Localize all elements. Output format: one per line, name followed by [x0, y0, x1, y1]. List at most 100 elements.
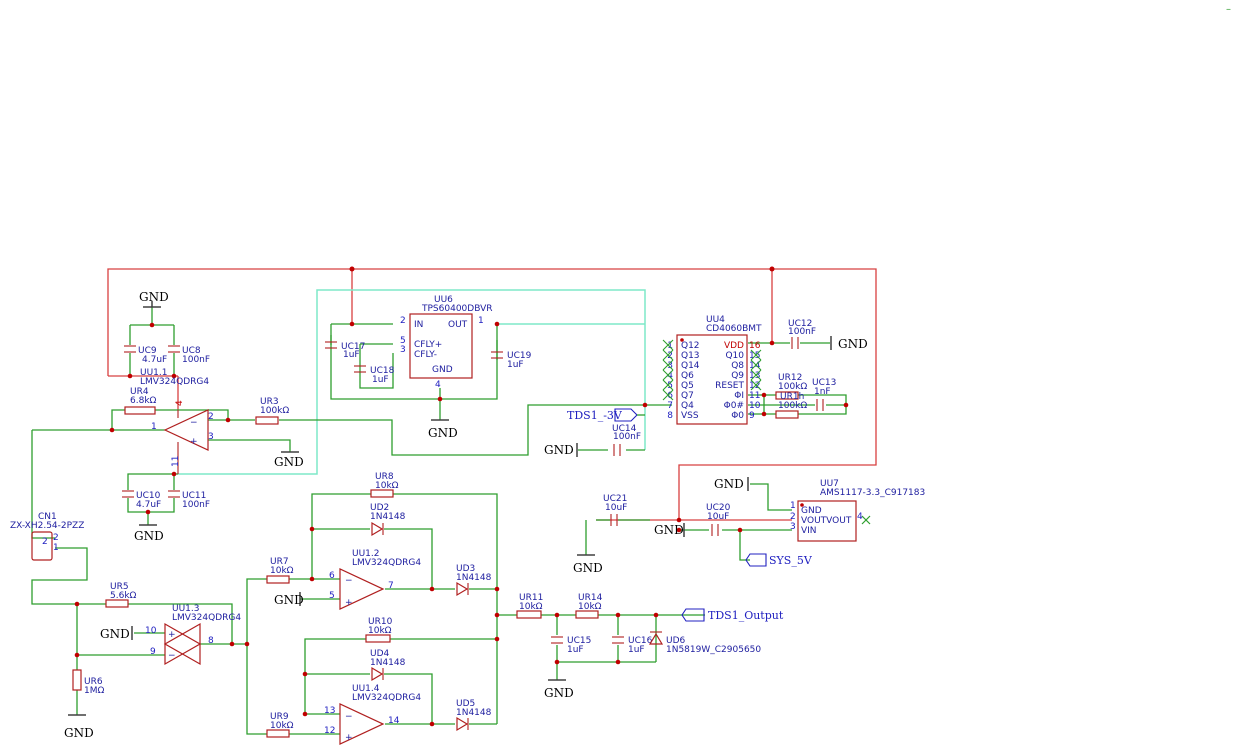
svg-text:10kΩ: 10kΩ: [270, 721, 294, 731]
resistor-ur8: UR8 10kΩ: [370, 472, 399, 498]
capacitor-uc16: UC16 1uF: [612, 636, 653, 655]
svg-text:GND: GND: [714, 477, 744, 491]
gnd-uc10: GND: [134, 524, 164, 543]
svg-text:+: +: [168, 630, 176, 640]
no-connect-mark: [662, 369, 674, 381]
no-connect-mark: [662, 379, 674, 391]
svg-text:UD2: UD2: [370, 503, 389, 513]
gnd-uc21: GND: [573, 554, 603, 575]
svg-text:100kΩ: 100kΩ: [260, 406, 289, 416]
no-connect-mark: [662, 389, 674, 401]
gnd-uc15: GND: [544, 679, 574, 700]
gnd-uu1-3: GND: [100, 626, 133, 641]
svg-text:3: 3: [790, 522, 796, 532]
svg-text:UC11: UC11: [182, 491, 206, 501]
svg-text:UR6: UR6: [84, 677, 103, 687]
svg-text:GND: GND: [838, 337, 868, 351]
svg-text:IN: IN: [414, 320, 423, 330]
svg-text:11: 11: [171, 456, 181, 467]
svg-text:CD4060BMT: CD4060BMT: [706, 324, 762, 334]
svg-text:ZX-XH2.54-2PZZ: ZX-XH2.54-2PZZ: [10, 521, 84, 531]
gnd-uu1-1: GND: [274, 451, 304, 469]
svg-text:10uF: 10uF: [707, 512, 729, 522]
svg-text:100nF: 100nF: [788, 327, 816, 337]
svg-text:7: 7: [388, 581, 394, 591]
svg-text:TDS1_-3V: TDS1_-3V: [567, 409, 623, 422]
uu4-pin-name-4: Q6: [681, 371, 694, 381]
capacitor-uc14: UC14 100nF: [612, 424, 641, 456]
diode-ud6: UD6 1N5819W_C2905650: [648, 631, 761, 655]
resistor-ur11: UR11 10kΩ: [516, 593, 543, 619]
opamp-uu1-1: − + UU1.1 LMV324QDRG4 4 11 1 2 3: [140, 368, 214, 474]
uu4-pin-list: 1Q122Q133Q144Q65Q56Q77Q48VSS16VDD15Q1014…: [662, 339, 762, 421]
uu4-pin-num-8: 8: [667, 411, 673, 421]
svg-text:14: 14: [388, 716, 400, 726]
svg-text:AMS1117-3.3_C917183: AMS1117-3.3_C917183: [820, 488, 925, 498]
svg-text:GND: GND: [274, 593, 304, 607]
gnd-uc12: GND: [830, 336, 868, 351]
svg-text:UC14: UC14: [612, 424, 637, 434]
uu4-pin-num-11: 11: [749, 391, 760, 401]
svg-text:UR4: UR4: [130, 387, 149, 397]
uu4-pin-name-13: Q9: [731, 371, 744, 381]
uu4-pin-name-15: Q10: [725, 351, 744, 361]
svg-text:UU1.4: UU1.4: [352, 684, 380, 694]
svg-text:OUT: OUT: [448, 320, 468, 330]
svg-text:100nF: 100nF: [182, 355, 210, 365]
port-sys-5v: SYS_5V: [745, 553, 813, 567]
resistor-ur5: UR5 5.6kΩ: [105, 582, 137, 608]
capacitor-uc8: UC8 100nF: [168, 345, 210, 365]
svg-text:UR1h: UR1h: [780, 392, 804, 402]
resistor-ur4: UR4 6.8kΩ: [124, 387, 157, 415]
svg-text:1MΩ: 1MΩ: [84, 686, 104, 696]
svg-text:UU1.1: UU1.1: [140, 368, 168, 378]
resistor-ur14: UR14 10kΩ: [575, 593, 603, 619]
diode-ud2: UD2 1N4148: [370, 503, 406, 537]
svg-text:10uF: 10uF: [605, 503, 627, 513]
svg-text:UD6: UD6: [666, 636, 686, 646]
svg-text:UC17: UC17: [341, 342, 365, 352]
svg-text:GND: GND: [428, 426, 458, 440]
gnd-ur6: GND: [64, 714, 94, 740]
gnd-top-left: GND: [139, 290, 169, 308]
svg-text:100kΩ: 100kΩ: [778, 382, 807, 392]
svg-text:3: 3: [400, 345, 406, 355]
resistor-ur7: UR7 10kΩ: [266, 557, 294, 584]
ic-uu4: UU4 CD4060BMT: [676, 315, 762, 425]
svg-text:UC12: UC12: [788, 319, 812, 329]
uu4-pin-name-12: RESET: [715, 381, 744, 391]
uu4-pin-name-9: Φ0: [731, 411, 744, 421]
opamp-uu1-2: − + UU1.2 LMV324QDRG4 6 5 7: [329, 549, 421, 610]
svg-text:UR11: UR11: [519, 593, 543, 603]
no-connect-mark: [662, 349, 674, 361]
capacitor-uc18: UC18 1uF: [354, 365, 395, 385]
svg-text:UR14: UR14: [578, 593, 603, 603]
gnd-uu6: GND: [428, 419, 458, 440]
capacitor-uc17: UC17 1uF: [325, 341, 365, 360]
svg-text:2: 2: [208, 412, 214, 422]
svg-text:UU7: UU7: [820, 479, 839, 489]
diode-ud5: UD5 1N4148: [456, 699, 492, 732]
resistor-ur12: UR12 100kΩ: [775, 373, 807, 400]
capacitor-uc10: UC10 4.7uF: [122, 490, 161, 510]
uu4-pin-num-1: 1: [667, 341, 673, 351]
svg-text:4.7uF: 4.7uF: [142, 355, 167, 365]
svg-text:UC8: UC8: [182, 346, 201, 356]
svg-text:4: 4: [435, 380, 441, 390]
svg-text:TPS60400DBVR: TPS60400DBVR: [421, 304, 493, 314]
svg-text:VIN: VIN: [801, 526, 817, 536]
svg-text:VOUTVOUT: VOUTVOUT: [801, 516, 852, 526]
svg-text:−: −: [190, 418, 198, 428]
uu4-pin-num-3: 3: [667, 361, 673, 371]
svg-text:CFLY+: CFLY+: [414, 340, 442, 350]
svg-text:UR5: UR5: [110, 582, 129, 592]
svg-text:2: 2: [53, 533, 59, 543]
svg-text:10kΩ: 10kΩ: [375, 481, 399, 491]
svg-text:CN1: CN1: [38, 512, 57, 522]
capacitor-uc19: UC19 1uF: [491, 351, 532, 370]
svg-text:10: 10: [145, 626, 157, 636]
uu4-pin-name-6: Q7: [681, 391, 694, 401]
svg-text:LMV324QDRG4: LMV324QDRG4: [172, 613, 241, 623]
resistor-ur9: UR9 10kΩ: [266, 712, 294, 738]
svg-text:1N4148: 1N4148: [456, 708, 492, 718]
